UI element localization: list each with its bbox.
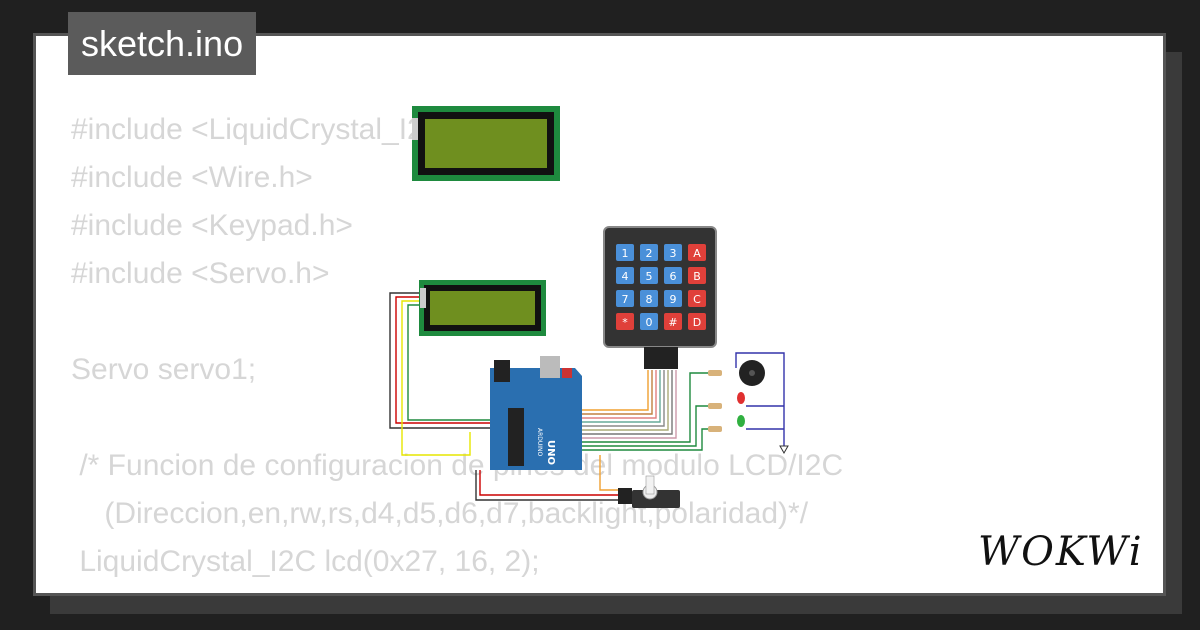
- keypad-key-label: 3: [670, 247, 677, 260]
- wires: [389, 292, 785, 501]
- code-line: LiquidCrystal_I2C lcd(0x27, 16, 2);: [71, 545, 540, 578]
- keypad-key-label: 8: [646, 293, 653, 306]
- resistors: [708, 370, 722, 432]
- keypad-key: [616, 290, 634, 307]
- servo-motor: [618, 475, 680, 508]
- resistor: [708, 426, 722, 432]
- buzzer: [739, 360, 765, 386]
- keypad-key: [640, 290, 658, 307]
- led-red: [737, 392, 745, 404]
- keypad-key-label: 2: [646, 247, 653, 260]
- keypad-key-label: 5: [646, 270, 653, 283]
- keypad-key-label: #: [668, 316, 677, 329]
- keypad-key-label: C: [693, 293, 701, 306]
- keypad-key: [640, 313, 658, 330]
- keypad-key: [616, 313, 634, 330]
- keypad-key: [688, 290, 706, 307]
- keypad-key: [640, 244, 658, 261]
- code-line: #include <Wire.h>: [71, 161, 313, 194]
- code-line: #include <Keypad.h>: [71, 209, 353, 242]
- code-line: Servo servo1;: [71, 353, 257, 386]
- lcd-screen: [425, 119, 547, 168]
- led-green: [737, 415, 745, 427]
- keypad-key-label: 9: [670, 293, 677, 306]
- arduino-pcb: [490, 368, 582, 470]
- keypad-key-label: D: [693, 316, 701, 329]
- keypad-key: [664, 244, 682, 261]
- code-line: #include <Servo.h>: [71, 257, 330, 290]
- resistor: [708, 403, 722, 409]
- keypad-key: [664, 267, 682, 284]
- keypad-key: [664, 313, 682, 330]
- arduino-brand-label: ARDUINO: [536, 428, 543, 457]
- resistor: [708, 370, 722, 376]
- keypad-key-label: 0: [646, 316, 653, 329]
- lcd-screen: [430, 291, 535, 325]
- lcd-display-top: [412, 106, 560, 181]
- keypad-key: [688, 244, 706, 261]
- lcd-display-bottom: [419, 280, 546, 336]
- keypad-key: [640, 267, 658, 284]
- keypad-key: [616, 267, 634, 284]
- code-line: (Direccion,en,rw,rs,d4,d5,d6,d7,backligh…: [71, 497, 809, 530]
- sketch-filename: sketch.ino: [68, 12, 257, 75]
- arduino-model-label: UNO: [545, 440, 556, 465]
- keypad-key-label: B: [693, 270, 701, 283]
- keypad-key: [616, 244, 634, 261]
- code-line: /* Funcion de configuracion de pines del…: [71, 449, 844, 482]
- keypad-key-label: A: [693, 247, 701, 260]
- keypad: 1 2 3 A 4 5 6 B 7 8 9 C * 0 # D: [603, 226, 717, 369]
- keypad-key-label: 6: [670, 270, 677, 283]
- wokwi-logo: WOKWi: [978, 529, 1144, 575]
- keypad-key-label: 4: [622, 270, 629, 283]
- keypad-key: [664, 290, 682, 307]
- ground-icon: [779, 445, 789, 455]
- keypad-key-label: 7: [622, 293, 629, 306]
- keypad-key-label: 1: [622, 247, 629, 260]
- keypad-key-label: *: [622, 316, 628, 329]
- arduino-uno-board: UNO ARDUINO: [490, 356, 582, 470]
- keypad-key: [688, 267, 706, 284]
- keypad-key: [688, 313, 706, 330]
